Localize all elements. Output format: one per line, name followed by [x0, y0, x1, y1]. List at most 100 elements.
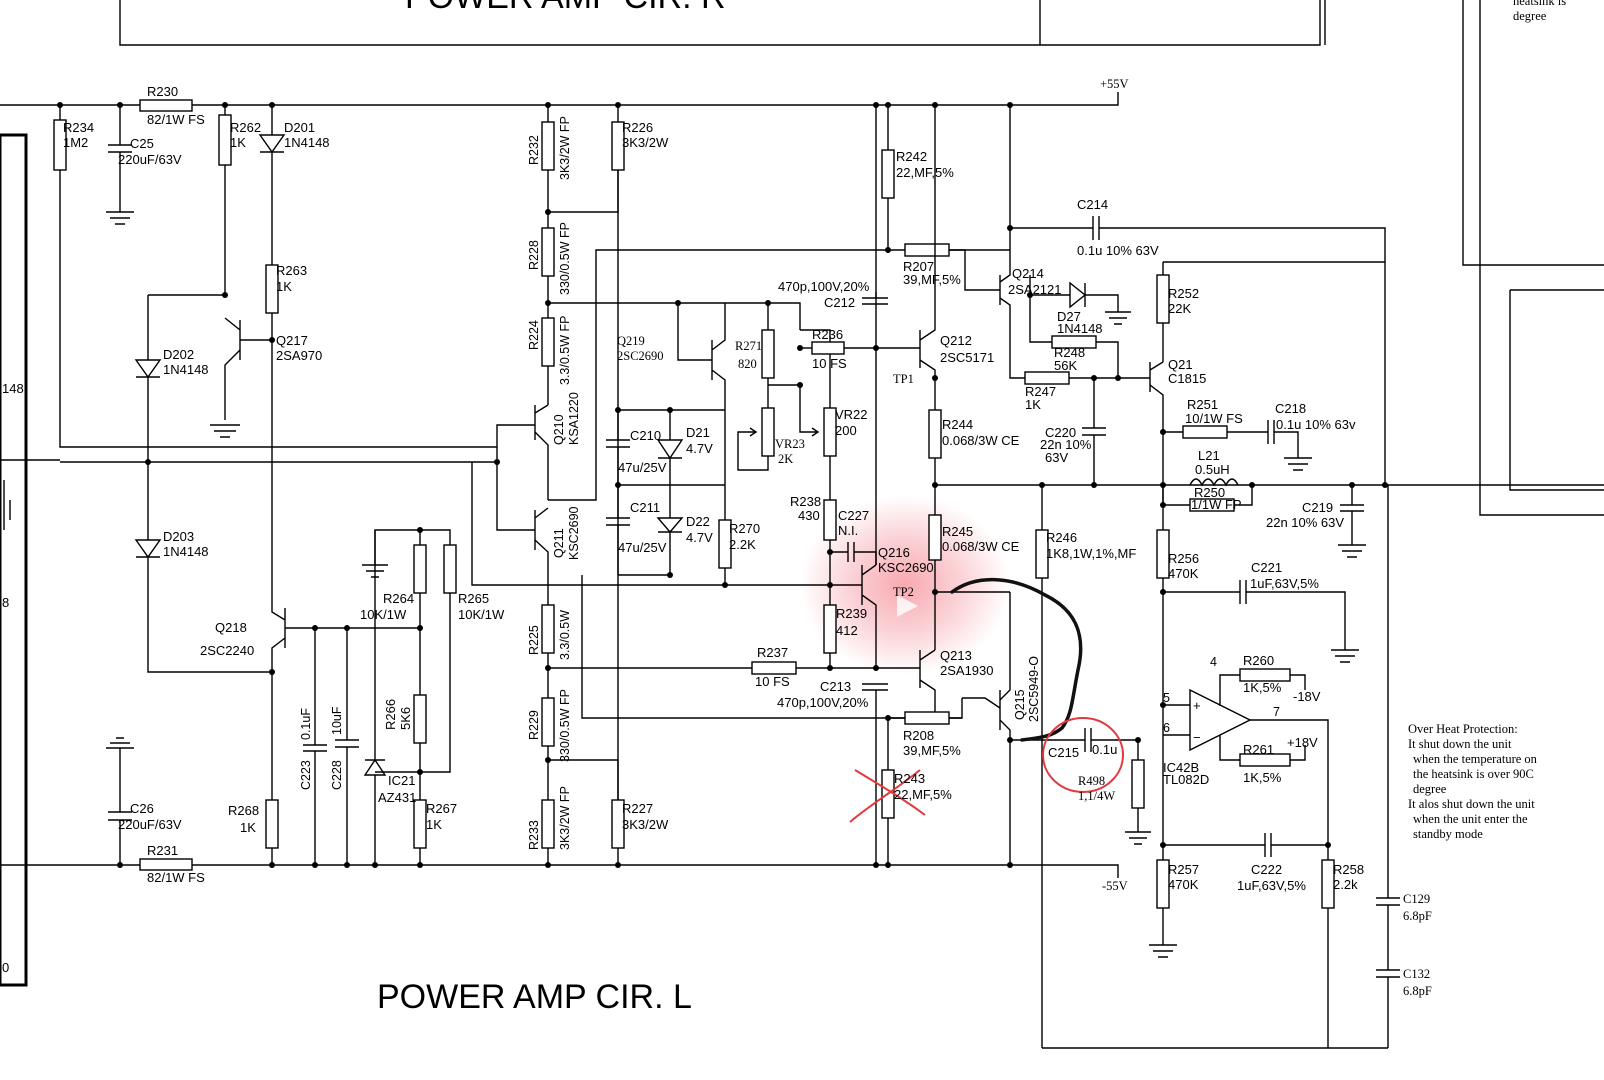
- label-components-c129-ref: C129: [1403, 892, 1430, 906]
- label-components-r258-ref: R258: [1333, 862, 1364, 877]
- red-circle-annotation: [1042, 717, 1124, 793]
- label-components-r236-ref: R236: [812, 327, 843, 342]
- label-components-q218-val: 2SC2240: [200, 643, 254, 658]
- label-components-r256-ref: R256: [1168, 551, 1199, 566]
- label-components-r225-val: 3.3/0.5W: [558, 610, 572, 660]
- label-components-r252-ref: R252: [1168, 286, 1199, 301]
- label-components-q213-val: 2SA1930: [940, 663, 994, 678]
- label-components-r264-ref: R264: [383, 591, 414, 606]
- label-components-vr22-val: 200: [835, 423, 857, 438]
- label-components-r261-val: 1K,5%: [1243, 770, 1282, 785]
- label-components-q214-ref: Q214: [1012, 266, 1044, 281]
- label-left_edge-b: 8: [2, 595, 9, 610]
- label-components-r250-ref: R250: [1194, 485, 1225, 500]
- label-components-c211-val: 47u/25V: [618, 540, 667, 555]
- label-components-r262-val: 1K: [230, 135, 246, 150]
- label-components-r247-ref: R247: [1025, 384, 1056, 399]
- label-rails-neg18: -18V: [1293, 689, 1321, 704]
- pos-rail-label: +55V: [1100, 77, 1129, 91]
- label-components-r244-val: 0.068/3W CE: [942, 433, 1020, 448]
- label-components-r270-val: 2.2K: [729, 537, 756, 552]
- label-components-c219-ref: C219: [1302, 500, 1333, 515]
- label-components-c132-ref: C132: [1403, 967, 1430, 981]
- label-components-r268-ref: R268: [228, 803, 259, 818]
- label-components-q21-val: C1815: [1168, 371, 1206, 386]
- label-components-r228-val: 330/0.5W FP: [558, 222, 572, 295]
- label-components-r238-ref: R238: [790, 494, 821, 509]
- label-components-r247-val: 1K: [1025, 397, 1041, 412]
- label-components-q216-val: KSC2690: [878, 560, 934, 575]
- label-components-r224-ref: R224: [527, 320, 541, 350]
- label-components-r224-val: 3.3/0.5W FP: [558, 316, 572, 385]
- label-components-r271-val: 820: [738, 357, 757, 371]
- label-components-r263-ref: R263: [276, 263, 307, 278]
- label-components-r232-val: 3K3/2W FP: [558, 116, 572, 180]
- label-components-r246-val: 1K8,1W,1%,MF: [1046, 546, 1136, 561]
- label-components-l21-ref: L21: [1198, 448, 1220, 463]
- sense-stage: [1042, 261, 1400, 1049]
- label-components-r207-val: 39,MF,5%: [903, 272, 961, 287]
- label-components-d201-ref: D201: [284, 120, 315, 135]
- label-components-q212-val: 2SC5171: [940, 350, 994, 365]
- title-top: POWER AMP CIR. R: [405, 0, 726, 16]
- label-components-c25-ref: C25: [130, 136, 154, 151]
- label-components-q217-val: 2SA970: [276, 348, 322, 363]
- label-components-r242-val: 22,MF,5%: [896, 165, 954, 180]
- tp2-label: TP2: [893, 585, 914, 599]
- freehand-annotation-line: [950, 577, 1083, 742]
- label-components-d21-val: 4.7V: [686, 441, 713, 456]
- label-components-r268-val: 1K: [240, 820, 256, 835]
- label-left_edge-c: 0: [2, 960, 9, 975]
- label-components-c212-val: 470p,100V,20%: [778, 279, 870, 294]
- label-components-r208-val: 39,MF,5%: [903, 743, 961, 758]
- label-components-c210-val: 47u/25V: [618, 460, 667, 475]
- label-components-c228-ref: C228: [330, 760, 344, 790]
- label-components-vr22-ref: VR22: [835, 407, 868, 422]
- label-components-q211-ref: Q211: [552, 528, 566, 558]
- label-components-d203-ref: D203: [163, 529, 194, 544]
- label-components-r242-ref: R242: [896, 149, 927, 164]
- label-components-c220-ref: C220: [1045, 425, 1076, 440]
- neg-rail-label: -55V: [1102, 879, 1128, 893]
- label-components-c211-ref: C211: [630, 500, 660, 515]
- label-components-r261-ref: R261: [1243, 742, 1274, 757]
- label-components-r262-ref: R262: [230, 120, 261, 135]
- label-components-r208-ref: R208: [903, 728, 934, 743]
- label-note-l6: It alos shut down the unit: [1408, 797, 1535, 811]
- label-components-q215-ref: Q215: [1013, 689, 1027, 720]
- label-components-c129-val: 6.8pF: [1403, 909, 1432, 923]
- label-components-r264-val: 10K/1W: [360, 607, 407, 622]
- label-components-r237-val: 10 FS: [755, 674, 790, 689]
- label-note-l8: standby mode: [1413, 827, 1483, 841]
- label-components-r267-ref: R267: [426, 801, 457, 816]
- label-components-r227-val: 3K3/2W: [622, 817, 669, 832]
- label-components-r231-val: 82/1W FS: [147, 870, 205, 885]
- label-opamp_pins-p5: 5: [1163, 691, 1170, 705]
- label-corner_note-line1: heatsink is: [1513, 0, 1566, 8]
- label-note-l2: It shut down the unit: [1408, 737, 1512, 751]
- label-components-r243-val: 22,MF,5%: [894, 787, 952, 802]
- label-opamp_pins-p4: 4: [1210, 655, 1217, 669]
- label-components-c218-val: 0.1u 10% 63v: [1276, 417, 1356, 432]
- label-components-c212-ref: C212: [824, 295, 855, 310]
- label-components-c215-val: 0.1u: [1092, 742, 1117, 757]
- label-components-r232-ref: R232: [527, 135, 541, 165]
- label-left_edge-a: 148: [2, 381, 24, 396]
- label-components-r246-ref: R246: [1046, 530, 1077, 545]
- label-note-l4: the heatsink is over 90C: [1413, 767, 1534, 781]
- label-components-r270-ref: R270: [729, 521, 760, 536]
- label-components-r239-ref: R239: [836, 606, 867, 621]
- label-components-c218-ref: C218: [1275, 401, 1306, 416]
- label-components-r256-val: 470K: [1168, 566, 1199, 581]
- junctions: [57, 102, 1388, 868]
- label-components-r234-val: 1M2: [63, 135, 88, 150]
- label-components-r265-val: 10K/1W: [458, 607, 505, 622]
- label-components-q210-ref: Q210: [552, 414, 566, 445]
- label-components-d27-ref: D27: [1057, 309, 1081, 324]
- label-components-r245-val: 0.068/3W CE: [942, 539, 1020, 554]
- label-components-c227-val: N.I.: [838, 523, 858, 538]
- label-opamp_pins-p6: 6: [1163, 721, 1170, 735]
- label-components-r207-ref: R207: [903, 259, 934, 274]
- label-components-d22-ref: D22: [686, 514, 710, 529]
